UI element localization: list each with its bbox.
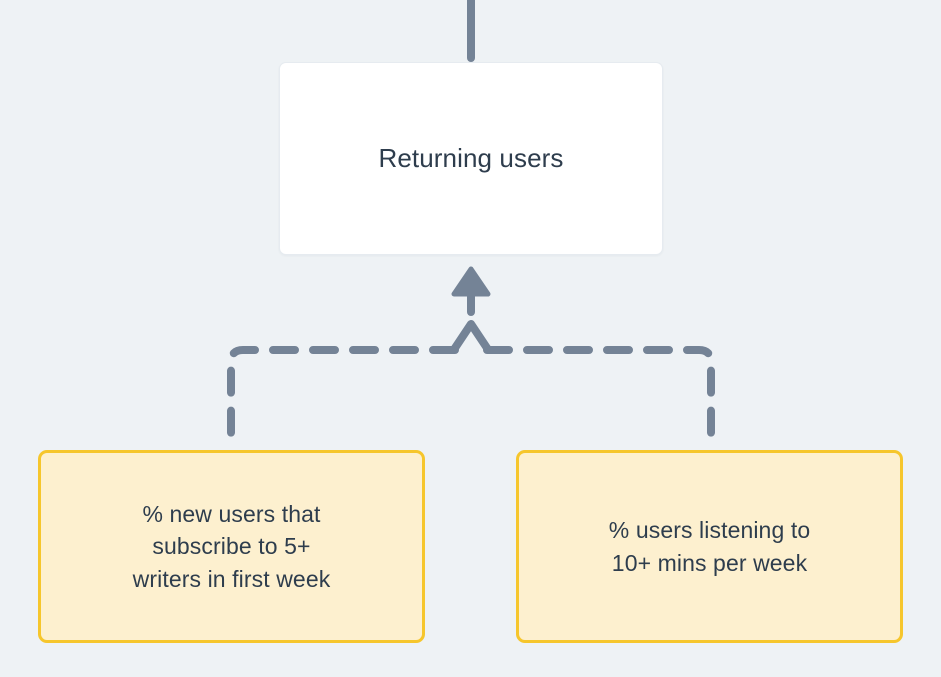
node-metric-listening[interactable]: % users listening to 10+ mins per week (516, 450, 903, 643)
node-metric-subscribe-label: % new users that subscribe to 5+ writers… (132, 500, 331, 592)
connector-branch-left (227, 346, 459, 441)
node-returning-users[interactable]: Returning users (279, 62, 663, 255)
node-metric-listening-label: % users listening to 10+ mins per week (608, 516, 811, 576)
connector-branch-right (483, 346, 715, 441)
node-metric-subscribe[interactable]: % new users that subscribe to 5+ writers… (38, 450, 425, 643)
connector-junction-peak (451, 320, 491, 352)
connector-arrow-head (451, 266, 491, 297)
node-returning-users-label: Returning users (378, 142, 564, 173)
